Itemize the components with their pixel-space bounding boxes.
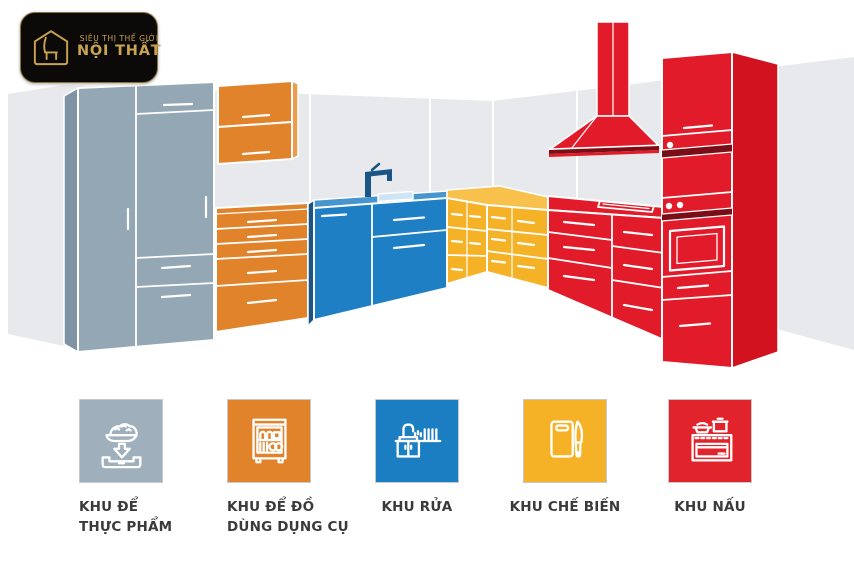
zone-tile-utensil-storage: [227, 399, 311, 483]
blue-sink-cabinet-graphic: [307, 162, 448, 327]
zone-label: KHU ĐỂ ĐỒ DÙNG DỤNG CỤ: [227, 499, 349, 535]
red-cooktop-cabinets-graphic: [547, 195, 665, 341]
zone-item-food-storage: KHU ĐỂ THỰC PHẨM: [79, 399, 173, 537]
zone-label: KHU RỬA: [381, 499, 453, 515]
gray-food-storage-cabinet-graphic: [63, 81, 215, 353]
orange-utensil-cabinets-graphic: [215, 80, 309, 333]
dish-cabinet-icon: [252, 418, 287, 464]
brand-logo: SIÊU THỊ THẾ GIỚI NỘI THẤT: [20, 12, 162, 83]
zone-item-cooking: KHU NẤU: [668, 399, 752, 517]
zone-item-utensil-storage: KHU ĐỂ ĐỒ DÙNG DỤNG CỤ: [227, 399, 349, 537]
yellow-corner-cabinets-graphic: [446, 185, 549, 289]
zone-item-preparation: KHU CHẾ BIẾN: [510, 399, 620, 517]
zone-item-washing: KHU RỬA: [375, 399, 459, 517]
food-tray-icon: [101, 423, 142, 469]
zone-label: KHU ĐỂ THỰC PHẨM: [79, 499, 173, 535]
logo-brand: NỘI THẤT: [77, 43, 162, 60]
red-tall-oven-cabinet-graphic: [661, 51, 779, 369]
chair-house-icon: [33, 29, 69, 65]
logo-text: SIÊU THỊ THẾ GIỚI NỘI THẤT: [77, 33, 162, 60]
logo-tagline: SIÊU THỊ THẾ GIỚI: [79, 33, 159, 43]
stove-icon: [691, 417, 733, 462]
zone-label: KHU CHẾ BIẾN: [509, 499, 621, 515]
sink-icon: [394, 423, 442, 458]
cutting-board-icon: [550, 420, 584, 458]
range-hood-graphic: [548, 21, 660, 157]
zone-tile-preparation: [523, 399, 607, 483]
zone-tile-food-storage: [79, 399, 163, 483]
zone-tile-washing: [375, 399, 459, 483]
kitchen-illustration: [8, 21, 854, 369]
zone-label: KHU NẤU: [674, 499, 746, 515]
zone-tile-cooking: [668, 399, 752, 483]
